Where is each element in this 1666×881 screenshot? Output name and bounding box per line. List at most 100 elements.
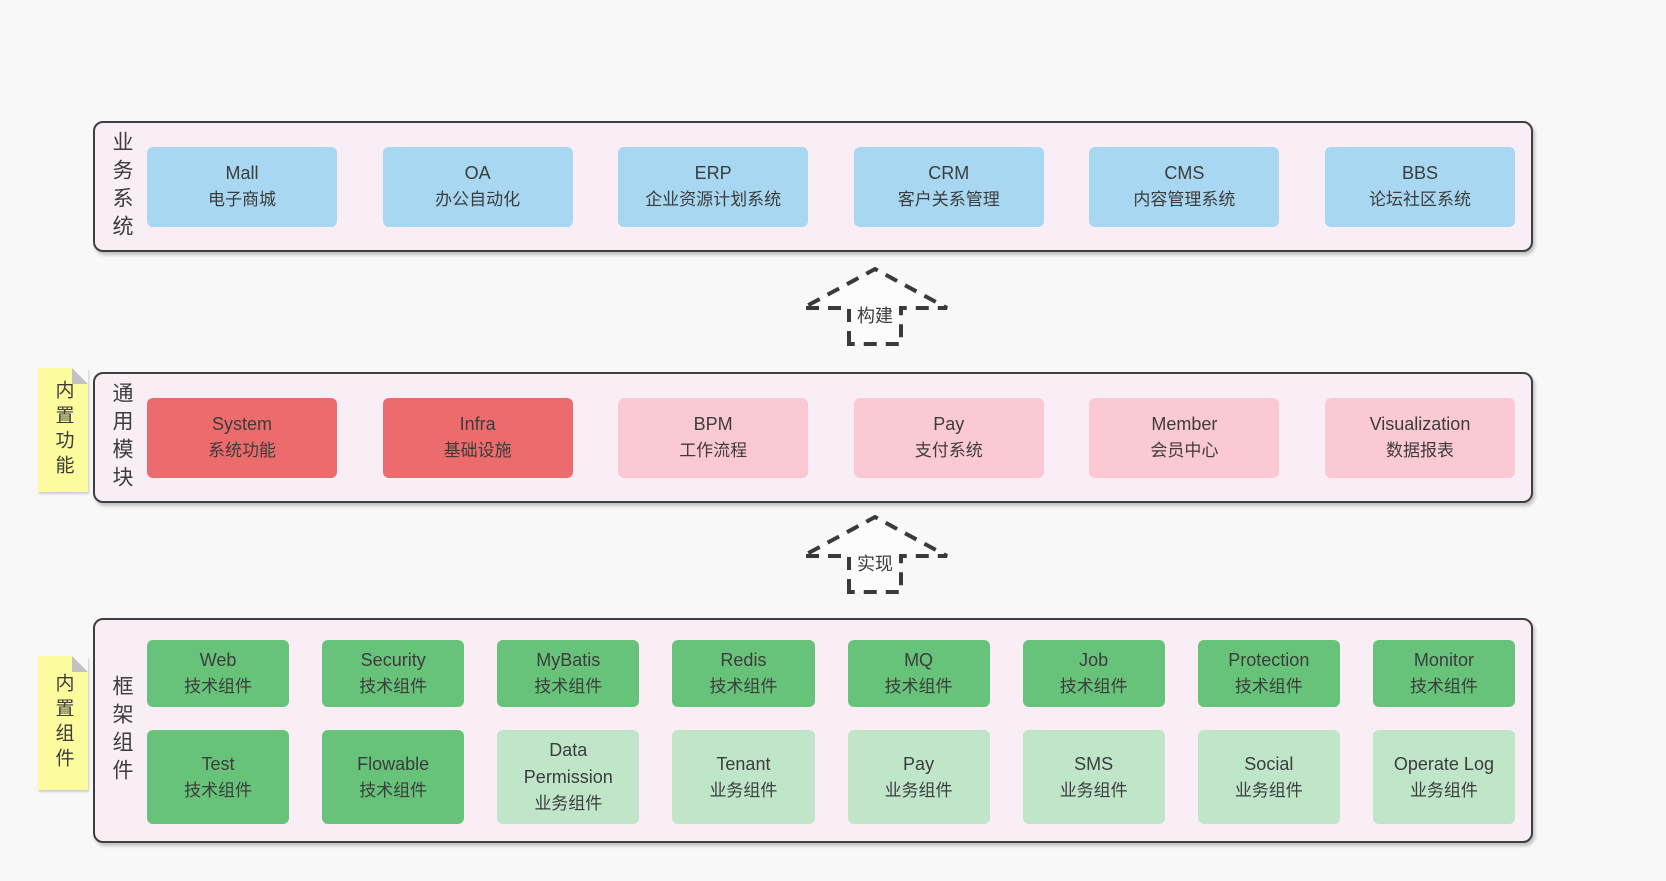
box-title: System xyxy=(211,414,272,435)
box-member: Member 会员中心 xyxy=(1089,397,1280,478)
box-bbs: BBS 论坛社区系统 xyxy=(1324,146,1515,227)
box-subtitle: 技术组件 xyxy=(884,677,953,697)
box-subtitle: 论坛社区系统 xyxy=(1368,190,1471,210)
business-boxes-row: Mall 电子商城 OA 办公自动化 ERP 企业资源计划系统 CRM 客户关系… xyxy=(147,123,1515,250)
box-title: Data Permission xyxy=(523,740,613,788)
box-title: Visualization xyxy=(1369,414,1471,435)
box-erp: ERP 企业资源计划系统 xyxy=(618,146,809,227)
box-title: Infra xyxy=(459,414,496,435)
box-subtitle: 技术组件 xyxy=(184,677,253,697)
layer-label-business: 业务系统 xyxy=(110,130,133,243)
box-title: ERP xyxy=(694,163,732,184)
box-subtitle: 数据报表 xyxy=(1385,441,1454,461)
box-subtitle: 基础设施 xyxy=(443,441,512,461)
layer-label-framework: 框架组件 xyxy=(110,674,133,787)
layer-common-modules: 通用模块 System 系统功能 Infra 基础设施 BPM 工作流程 Pay… xyxy=(93,372,1533,503)
box-test: Test 技术组件 xyxy=(147,730,290,824)
box-visualization: Visualization 数据报表 xyxy=(1324,397,1515,478)
folded-corner-icon xyxy=(72,368,88,384)
common-boxes-row: System 系统功能 Infra 基础设施 BPM 工作流程 Pay 支付系统… xyxy=(147,374,1515,501)
layer-framework-components: 框架组件 Web 技术组件 Security 技术组件 MyBatis 技术组件… xyxy=(93,618,1533,843)
box-title: Redis xyxy=(720,650,767,671)
box-subtitle: 技术组件 xyxy=(359,780,428,800)
layer-label-common: 通用模块 xyxy=(110,381,133,494)
box-title: Protection xyxy=(1228,650,1310,671)
box-title: Mall xyxy=(225,163,259,184)
box-title: Tenant xyxy=(716,753,771,774)
box-title: BPM xyxy=(693,414,733,435)
box-subtitle: 支付系统 xyxy=(914,441,983,461)
box-subtitle: 业务组件 xyxy=(534,794,603,814)
box-title: SMS xyxy=(1074,753,1114,774)
box-mybatis: MyBatis 技术组件 xyxy=(497,640,640,707)
box-subtitle: 客户关系管理 xyxy=(897,190,1000,210)
build-arrow: 构建 xyxy=(800,266,950,346)
sticky-note-builtin-components: 内置组件 xyxy=(38,656,88,790)
box-tenant: Tenant 业务组件 xyxy=(672,730,815,824)
box-redis: Redis 技术组件 xyxy=(672,640,815,707)
box-title: Pay xyxy=(903,753,935,774)
box-title: Test xyxy=(201,753,235,774)
box-pay: Pay 支付系统 xyxy=(853,397,1044,478)
box-mq: MQ 技术组件 xyxy=(847,640,990,707)
box-subtitle: 内容管理系统 xyxy=(1133,190,1236,210)
box-subtitle: 业务组件 xyxy=(1234,780,1303,800)
box-title: BBS xyxy=(1401,163,1438,184)
box-title: MyBatis xyxy=(536,650,601,671)
box-monitor: Monitor 技术组件 xyxy=(1372,640,1515,707)
box-subtitle: 工作流程 xyxy=(679,441,748,461)
box-system: System 系统功能 xyxy=(147,397,337,478)
box-subtitle: 办公自动化 xyxy=(435,190,521,210)
box-sms: SMS 业务组件 xyxy=(1022,730,1165,824)
box-title: Monitor xyxy=(1413,650,1474,671)
implement-arrow-label: 实现 xyxy=(854,550,896,576)
implement-arrow: 实现 xyxy=(800,514,950,594)
box-bpm: BPM 工作流程 xyxy=(618,397,809,478)
box-subtitle: 业务组件 xyxy=(1409,780,1478,800)
box-subtitle: 技术组件 xyxy=(1234,677,1303,697)
box-title: Security xyxy=(360,650,426,671)
box-title: Social xyxy=(1244,753,1294,774)
box-title: Web xyxy=(199,650,237,671)
box-job: Job 技术组件 xyxy=(1022,640,1165,707)
box-title: MQ xyxy=(904,650,934,671)
folded-corner-icon xyxy=(72,656,88,672)
box-title: OA xyxy=(464,163,491,184)
box-subtitle: 业务组件 xyxy=(709,780,778,800)
box-subtitle: 电子商城 xyxy=(208,190,276,210)
box-subtitle: 系统功能 xyxy=(208,441,276,461)
box-subtitle: 技术组件 xyxy=(184,780,253,800)
box-title: Pay xyxy=(933,414,965,435)
layer-business-systems: 业务系统 Mall 电子商城 OA 办公自动化 ERP 企业资源计划系统 CRM… xyxy=(93,121,1533,252)
framework-boxes-grid: Web 技术组件 Security 技术组件 MyBatis 技术组件 Redi… xyxy=(147,640,1515,824)
box-infra: Infra 基础设施 xyxy=(382,397,573,478)
build-arrow-label: 构建 xyxy=(854,302,896,328)
box-title: CRM xyxy=(928,163,970,184)
box-flowable: Flowable 技术组件 xyxy=(322,730,465,824)
box-web: Web 技术组件 xyxy=(147,640,290,707)
box-subtitle: 业务组件 xyxy=(884,780,953,800)
box-operate-log: Operate Log 业务组件 xyxy=(1372,730,1515,824)
box-pay-biz: Pay 业务组件 xyxy=(847,730,990,824)
box-subtitle: 技术组件 xyxy=(1059,677,1128,697)
box-subtitle: 技术组件 xyxy=(359,677,428,697)
sticky-note-builtin-features: 内置功能 xyxy=(38,368,88,492)
box-oa: OA 办公自动化 xyxy=(382,146,573,227)
box-title: Member xyxy=(1151,414,1218,435)
box-cms: CMS 内容管理系统 xyxy=(1089,146,1280,227)
box-subtitle: 技术组件 xyxy=(709,677,778,697)
box-subtitle: 技术组件 xyxy=(534,677,603,697)
box-subtitle: 业务组件 xyxy=(1059,780,1128,800)
box-social: Social 业务组件 xyxy=(1197,730,1340,824)
box-subtitle: 企业资源计划系统 xyxy=(645,190,782,210)
box-mall: Mall 电子商城 xyxy=(147,146,337,227)
box-subtitle: 会员中心 xyxy=(1150,441,1219,461)
box-title: CMS xyxy=(1164,163,1205,184)
box-title: Flowable xyxy=(357,753,430,774)
box-data-permission: Data Permission 业务组件 xyxy=(497,730,640,824)
box-crm: CRM 客户关系管理 xyxy=(853,146,1044,227)
box-title: Operate Log xyxy=(1393,753,1494,774)
sticky-label: 内置组件 xyxy=(52,673,74,773)
box-security: Security 技术组件 xyxy=(322,640,465,707)
